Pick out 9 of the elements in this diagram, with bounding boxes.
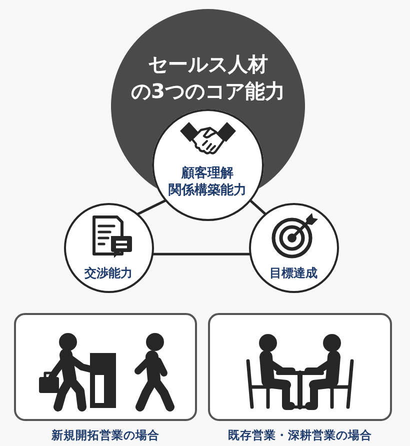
connector-line xyxy=(136,199,167,216)
title-text: セールス人材の3つのコア能力 xyxy=(130,51,286,105)
connector-line xyxy=(249,199,267,216)
scene-caption: 既存営業・深耕営業の場合 xyxy=(227,427,373,443)
skill-label: 顧客理解関係構築能力 xyxy=(168,165,248,199)
connector-line xyxy=(152,252,251,256)
scene-caption: 新規開拓営業の場合 xyxy=(50,427,160,443)
skill-label: 目標達成 xyxy=(268,266,318,280)
skill-label: 交渉能力 xyxy=(84,266,134,280)
